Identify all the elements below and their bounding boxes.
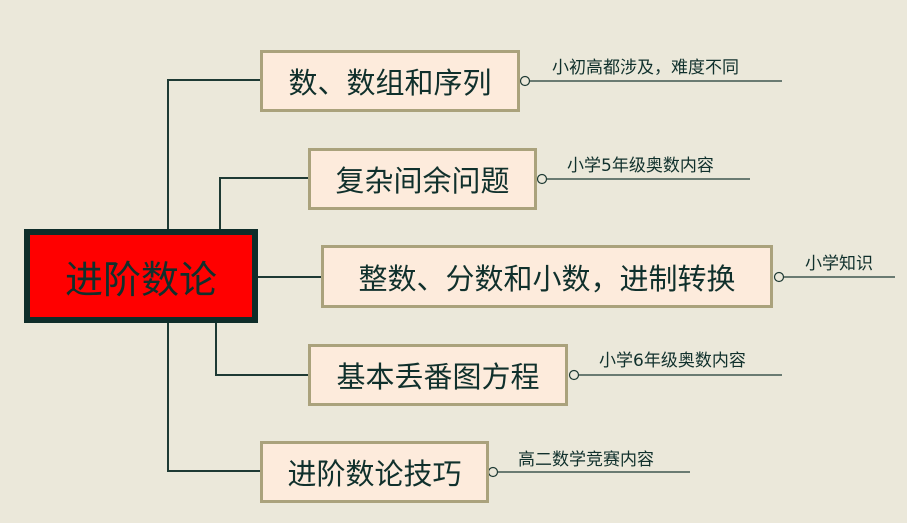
collapse-toggle-icon (568, 369, 580, 381)
branch-note-1: 小初高都涉及，难度不同 (552, 58, 739, 78)
collapse-toggle-icon (487, 466, 499, 478)
connector-branch-1 (167, 79, 261, 229)
collapse-toggle-icon (773, 271, 785, 283)
branch-node-4[interactable]: 基本丢番图方程 (308, 344, 568, 406)
branch-node-3[interactable]: 整数、分数和小数，进制转换 (321, 245, 773, 308)
branch-note-4: 小学6年级奥数内容 (599, 351, 746, 371)
collapse-toggle-icon (536, 173, 548, 185)
collapse-toggle-icon (519, 75, 531, 87)
branch-node-2[interactable]: 复杂间余问题 (308, 148, 537, 210)
branch-note-5: 高二数学竞赛内容 (518, 450, 654, 470)
branch-note-2: 小学5年级奥数内容 (567, 156, 714, 176)
connector-branch-4 (215, 322, 309, 376)
branch-note-3: 小学知识 (805, 254, 873, 274)
branch-node-1[interactable]: 数、数组和序列 (260, 50, 520, 112)
connector-branch-5 (167, 322, 261, 472)
branch-node-5[interactable]: 进阶数论技巧 (260, 441, 489, 503)
root-node[interactable]: 进阶数论 (24, 229, 258, 323)
connector-branch-2 (219, 177, 309, 229)
